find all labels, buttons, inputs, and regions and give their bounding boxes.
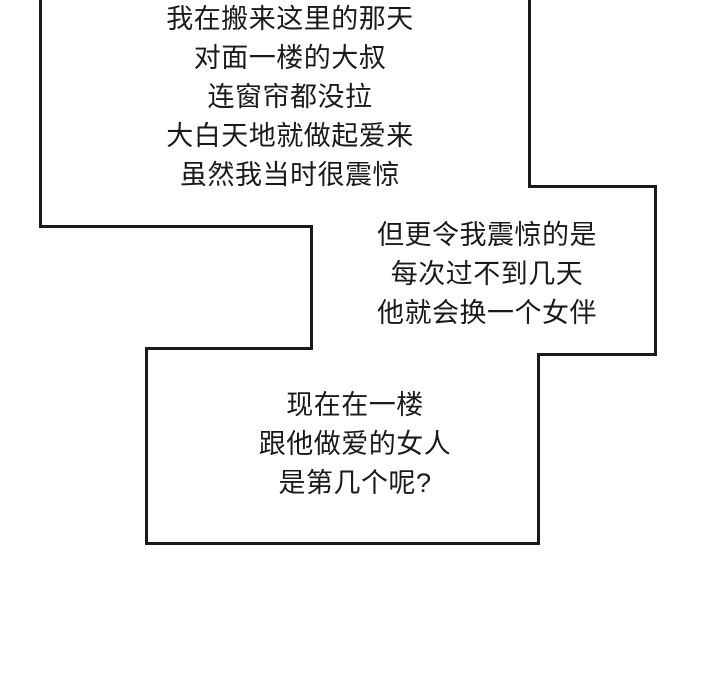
balloon-3-text: 现在在一楼 跟他做爱的女人 是第几个呢? (258, 390, 452, 498)
balloon-1-text: 我在搬来这里的那天 对面一楼的大叔 连窗帘都没拉 大白天地就做起爱来 虽然我当时… (166, 4, 414, 190)
balloon-2-text: 但更令我震惊的是 每次过不到几天 他就会换一个女伴 (377, 220, 597, 328)
